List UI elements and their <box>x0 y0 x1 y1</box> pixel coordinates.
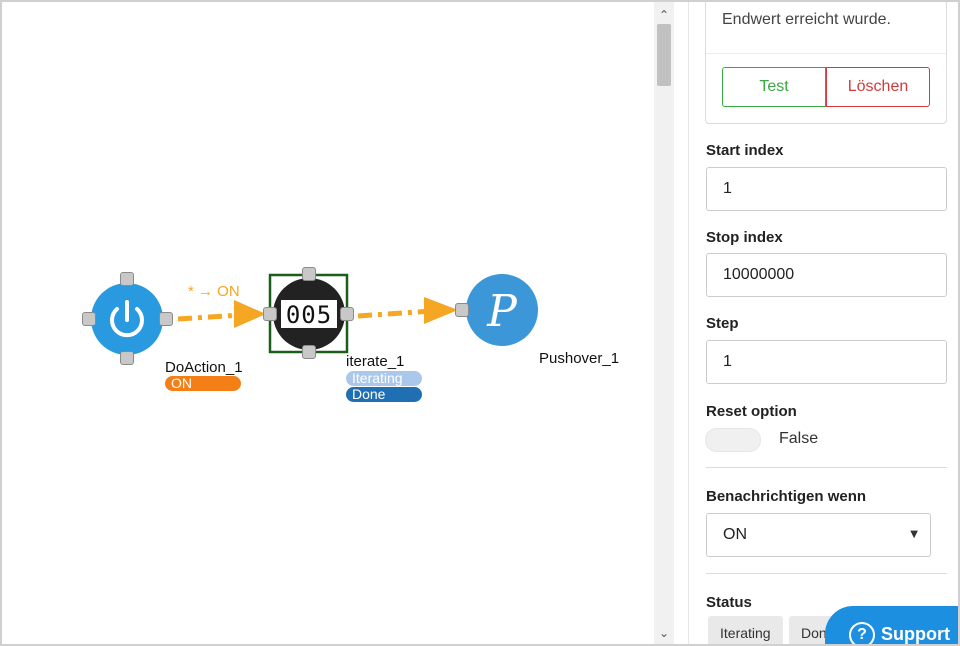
canvas-scrollbar[interactable]: ⌃ ⌄ <box>654 2 674 644</box>
notify-select[interactable]: ON ▼ <box>706 513 931 557</box>
settings-panel: Endwert erreicht wurde. Test Löschen Sta… <box>689 2 958 644</box>
start-index-input[interactable]: 1 <box>706 167 947 211</box>
connector-handle[interactable] <box>302 267 316 281</box>
question-circle-icon: ? <box>849 622 875 644</box>
step-label: Step <box>706 315 739 332</box>
connector-handle[interactable] <box>120 351 134 365</box>
support-label: Support <box>881 624 950 644</box>
flow-canvas[interactable]: P * → ON 005 DoAction_1 ON iterate_1 Ite… <box>2 2 654 644</box>
doaction-status-badge: ON <box>165 376 241 391</box>
stop-index-label: Stop index <box>706 229 783 246</box>
status-chip-iterating: Iterating <box>708 616 783 644</box>
notify-select-value: ON <box>723 526 747 543</box>
connector-handle[interactable] <box>302 345 316 359</box>
scrollbar-thumb[interactable] <box>657 24 671 86</box>
connector-handle[interactable] <box>455 303 469 317</box>
iterate-status-badge-iterating: Iterating <box>346 371 422 386</box>
chevron-up-icon[interactable]: ⌃ <box>658 8 670 22</box>
start-index-label: Start index <box>706 142 784 159</box>
edge-doaction-to-iterate[interactable] <box>177 300 266 328</box>
support-button[interactable]: ? Support <box>825 606 958 644</box>
doaction-node[interactable] <box>91 283 163 355</box>
doaction-label: DoAction_1 <box>165 359 243 376</box>
pushover-node[interactable]: P <box>466 274 538 346</box>
chevron-down-icon[interactable]: ⌄ <box>658 626 670 640</box>
pushover-p-icon: P <box>486 286 518 337</box>
connector-handle[interactable] <box>159 312 173 326</box>
edge-iterate-to-pushover[interactable] <box>357 297 458 324</box>
status-label: Status <box>706 594 752 611</box>
power-icon <box>110 300 144 338</box>
step-input[interactable]: 1 <box>706 340 947 384</box>
info-text: Endwert erreicht wurde. <box>722 11 891 28</box>
connector-handle[interactable] <box>120 272 134 286</box>
section-divider <box>706 573 947 574</box>
iterate-status-badge-done: Done <box>346 387 422 402</box>
reset-option-toggle[interactable] <box>705 428 761 452</box>
info-card: Endwert erreicht wurde. Test Löschen <box>705 2 947 124</box>
connector-handle[interactable] <box>82 312 96 326</box>
test-button[interactable]: Test <box>722 67 826 107</box>
caret-down-icon: ▼ <box>910 529 918 540</box>
edge-label: * → ON <box>188 283 240 300</box>
connector-handle[interactable] <box>263 307 277 321</box>
card-divider <box>706 53 946 54</box>
edges-layer: P * → ON <box>91 273 538 355</box>
pushover-label: Pushover_1 <box>539 350 620 367</box>
iterate-label: iterate_1 <box>346 353 405 370</box>
panel-divider <box>674 2 689 644</box>
connector-handle[interactable] <box>340 307 354 321</box>
iterate-counter: 005 <box>280 299 338 329</box>
reset-option-label: Reset option <box>706 403 797 420</box>
notify-label: Benachrichtigen wenn <box>706 488 867 505</box>
delete-button[interactable]: Löschen <box>826 67 930 107</box>
reset-option-value: False <box>779 430 819 447</box>
section-divider <box>706 467 947 468</box>
stop-index-input[interactable]: 10000000 <box>706 253 947 297</box>
